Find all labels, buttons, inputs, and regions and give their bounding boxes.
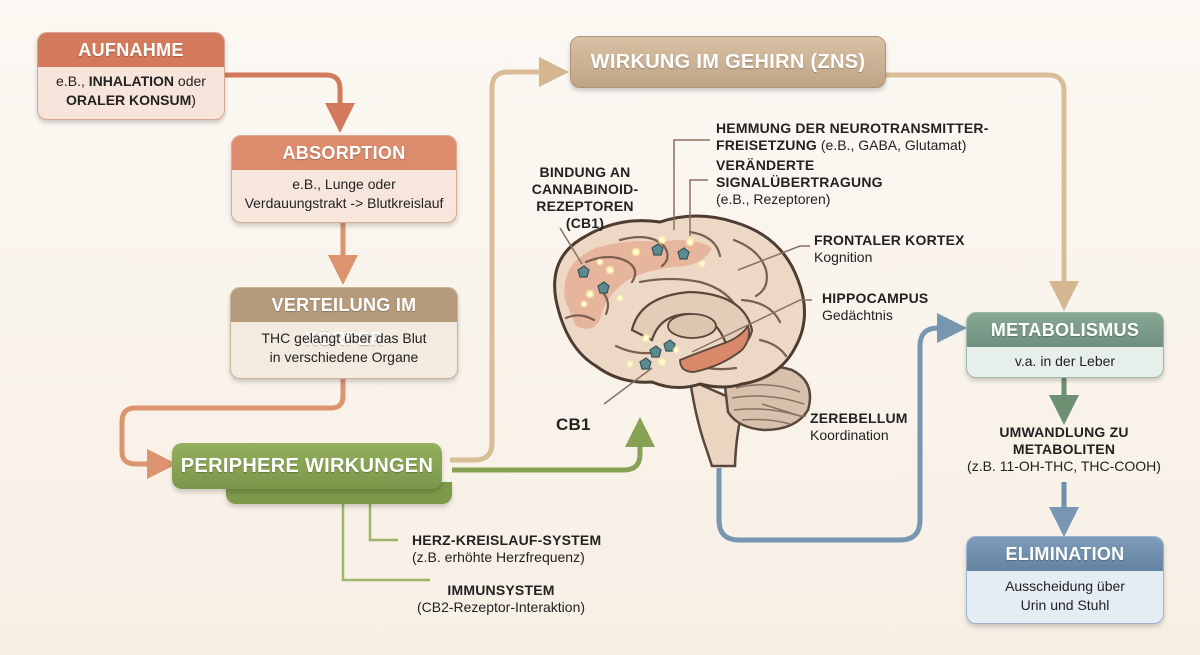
elimination-body: Ausscheidung über Urin und Stuhl — [1005, 578, 1125, 613]
hippocampus-label: HIPPOCAMPUS Gedächtnis — [822, 290, 929, 323]
arrow-verteilung-peripher — [119, 378, 346, 479]
immun-label: IMMUNSYSTEM (CB2-Rezeptor-Interaktion) — [416, 582, 586, 615]
absorption-body: e.B., Lunge oder Verdauungstrakt -> Blut… — [244, 176, 444, 211]
herz-label: HERZ-KREISLAUF-SYSTEM (z.B. erhöhte Herz… — [412, 532, 602, 565]
gehirn-title: WIRKUNG IM GEHIRN (ZNS) — [590, 51, 866, 73]
absorption-box: ABSORPTION e.B., Lunge oder Verdauungstr… — [231, 135, 457, 223]
brain-illustration — [553, 139, 812, 468]
aufnahme-title: AUFNAHME — [38, 33, 224, 67]
absorption-title: ABSORPTION — [232, 136, 456, 170]
aufnahme-box: AUFNAHME e.B., INHALATION oder ORALER KO… — [37, 32, 225, 120]
arrow-brain-metabolismus — [716, 313, 967, 543]
verteilung-box: VERTEILUNG IM KÖRPER THC gelangt über da… — [230, 287, 458, 379]
verteilung-title: VERTEILUNG IM KÖRPER — [231, 288, 457, 349]
thc-particles — [580, 235, 706, 368]
line-immun — [341, 500, 430, 582]
arrow-aufnahme-absorption — [224, 72, 355, 133]
aufnahme-body: e.B., INHALATION oder ORALER KONSUM) — [56, 73, 206, 108]
metabolismus-box: METABOLISMUS v.a. in der Leber — [966, 312, 1164, 378]
peripher-box: PERIPHERE WIRKUNGEN — [172, 443, 442, 489]
veraenderte-label: VERÄNDERTE SIGNALÜBERTRAGUNG (e.B., Reze… — [716, 157, 883, 207]
metabolismus-title: METABOLISMUS — [967, 313, 1163, 347]
line-herz — [368, 500, 398, 542]
zerebellum-label: ZEREBELLUM Koordination — [810, 410, 908, 443]
bindung-label: BINDUNG AN CANNABINOID- REZEPTOREN (CB1) — [531, 164, 639, 231]
hemmung-label: HEMMUNG DER NEUROTRANSMITTER- FREISETZUN… — [716, 120, 989, 153]
arrow-peripher-brain — [452, 417, 655, 473]
elimination-title: ELIMINATION — [967, 537, 1163, 571]
elimination-box: ELIMINATION Ausscheidung über Urin und S… — [966, 536, 1164, 624]
arrow-peripher-gehirn — [450, 57, 569, 463]
arrow-gehirn-metabolismus — [885, 72, 1079, 311]
cb1-label: CB1 — [556, 415, 591, 434]
hippocampus — [679, 323, 751, 373]
umwandlung-label: UMWANDLUNG ZU METABOLITEN (z.B. 11-OH-TH… — [967, 424, 1161, 474]
gehirn-box: WIRKUNG IM GEHIRN (ZNS) — [570, 36, 886, 88]
verteilung-body: THC gelangt über das Blut in verschieden… — [261, 330, 427, 365]
metabolismus-body: v.a. in der Leber — [1014, 353, 1116, 369]
frontal-label: FRONTALER KORTEX Kognition — [814, 232, 965, 265]
peripher-title: PERIPHERE WIRKUNGEN — [180, 455, 434, 477]
